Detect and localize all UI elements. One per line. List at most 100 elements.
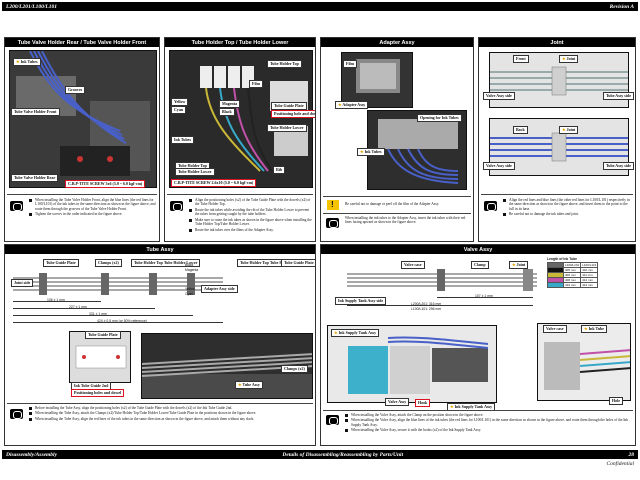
callout-tube-assy: ★ Tube Assy <box>235 381 263 389</box>
valve-assy-illustration <box>538 324 630 400</box>
adapter-photo-bottom <box>367 110 467 190</box>
hand-check-icon <box>326 415 339 425</box>
callout-valve-assy: Valve Assy <box>385 398 410 406</box>
callout-positioning-holes: Positioning holes and dowel <box>71 389 125 397</box>
tube-guide-plate-photo <box>69 331 131 383</box>
notes: When installing the Valve Assy, attach t… <box>345 413 633 434</box>
callout-hole: Hole <box>609 397 623 405</box>
panel-title: Valve Assy <box>321 245 635 254</box>
confidential-label: Confidential <box>606 461 635 467</box>
callout-opening-for-ink-tubes: Opening for Ink Tubes <box>417 114 462 122</box>
hand-check-icon <box>326 218 339 228</box>
valve-assy-photo <box>537 323 631 401</box>
length-table-title: Length of Ink Tube <box>547 257 578 261</box>
callout-joint-side: Joint side <box>11 279 34 287</box>
header-revision: Revision A <box>609 3 634 10</box>
star-icon: ★ <box>584 326 588 331</box>
color-yellow: Yellow <box>185 287 195 291</box>
callout-clamp: Clamp <box>471 261 489 269</box>
note-item: When installing the Tube Valve Holder Fr… <box>29 198 157 211</box>
callout-positioning-hole: Positioning hole and dowel <box>271 110 315 118</box>
color-black: Black <box>185 263 194 267</box>
panel-joint: Joint Front ★ Joint Valve Assy side Tube… <box>478 37 636 242</box>
star-icon: ★ <box>338 102 342 107</box>
footer-page: 28 <box>628 451 634 458</box>
note-caution: Be careful not to damage or peel off the… <box>345 202 440 206</box>
callout-rib: Rib <box>273 166 286 174</box>
tube-assy-photo <box>141 333 313 399</box>
tube-guide-plate-illustration <box>70 332 130 382</box>
length-table: Length of Ink Tube L200/L201 L100/L101 4… <box>547 257 633 288</box>
callout-tube-assy-side-back: Tube Assy side <box>603 162 634 170</box>
callout-tube-holder-lower-2: Tube Holder Lower <box>175 168 215 176</box>
page-header: L200/L201/L100/L101 Revision A <box>2 2 638 11</box>
callout-tube-valve-holder-rear: Tube Valve Holder Rear <box>11 174 59 182</box>
panel-tube-valve-holder: Tube Valve Holder Rear / Tube Valve Hold… <box>4 37 160 242</box>
panel-title: Tube Assy <box>5 245 315 254</box>
callout-tube-assy-side-front: Tube Assy side <box>603 92 634 100</box>
star-icon: ★ <box>562 56 566 61</box>
ink-supply-tank-photo <box>327 325 497 403</box>
dim-label: 106 ± 1 mm <box>47 298 65 302</box>
dim-label: 424 ± 0.5 mm (or 50% reference) <box>97 319 147 323</box>
ink-supply-tank-illustration <box>328 326 496 402</box>
callout-adapter-assy-side: Adapter Assy side <box>201 285 238 293</box>
star-icon: ★ <box>16 59 20 64</box>
panel-valve-assy: Valve Assy 107 ± 1 mm L200/L201: 316 mm … <box>320 244 636 446</box>
panel-title: Adapter Assy <box>321 38 473 47</box>
star-icon: ★ <box>562 127 566 132</box>
panel-title: Joint <box>479 38 635 47</box>
callout-grooves: Grooves <box>65 86 86 94</box>
callout-ink-tube: ★ Ink Tube <box>581 325 608 333</box>
footer-left: Disassembly/Assembly <box>6 451 58 458</box>
valve-assy-diagram: 107 ± 1 mm L200/L201: 316 mm L100/L101: … <box>327 257 547 321</box>
divider <box>7 403 313 404</box>
divider <box>481 194 633 195</box>
tube-valve-holder-photo <box>9 50 157 188</box>
notes: Align the red lines and blue lines (the … <box>503 198 633 218</box>
callout-tube-holder-top: Tube Holder Top <box>267 60 302 68</box>
callout-clamps: Clamps (x2) <box>95 259 122 267</box>
star-icon: ★ <box>360 149 364 154</box>
callout-magenta: Magenta <box>219 100 241 108</box>
notes: When installing the Tube Valve Holder Fr… <box>29 198 157 218</box>
callout-film: Film <box>249 80 263 88</box>
tube-assy-diagram: 106 ± 1 mm 227 ± 1 mm 331 ± 1 mm 424 ± 0… <box>9 257 235 325</box>
hand-check-icon <box>170 201 183 211</box>
panel-title: Tube Valve Holder Rear / Tube Valve Hold… <box>5 38 159 47</box>
color-cyan: Cyan <box>185 292 193 296</box>
dim-label: L100/L101: 296 mm <box>411 307 442 311</box>
panel-title: Tube Holder Top / Tube Holder Lower <box>165 38 315 47</box>
callout-clamps-2: Clamps (x2) <box>281 365 308 373</box>
callout-tube-valve-holder-front: Tube Valve Holder Front <box>11 108 60 116</box>
note-item: Before installing the Tube Assy, align t… <box>29 406 313 410</box>
note-item: When installing the Valve Assy, secure i… <box>345 428 633 433</box>
callout-valve-case: Valve case <box>401 261 425 269</box>
callout-tube-guide-plate: Tube Guide Plate <box>43 259 79 267</box>
note-item: Be careful not to damage the ink tubes a… <box>503 212 633 217</box>
page-footer: Disassembly/Assembly Details of Disassem… <box>2 450 638 459</box>
hand-check-icon <box>10 409 23 419</box>
color-magenta: Magenta <box>185 268 199 272</box>
note-item: Make sure to route the ink tubes as show… <box>189 218 313 227</box>
note-item: When installing the Tube Assy, align the… <box>29 417 313 421</box>
note-item: Align the positioning holes (x2) of the … <box>189 198 313 207</box>
header-model: L200/L201/L100/L101 <box>6 3 58 10</box>
callout-ink-tubes: ★ Ink Tubes <box>13 58 41 66</box>
note-check: When installing the ink tubes to the Ada… <box>345 216 466 225</box>
callout-valve-assy-side-back: Valve Assy side <box>483 162 515 170</box>
dim-label: 227 ± 1 mm <box>69 305 87 309</box>
note-item: Route the ink tubes while avoiding the r… <box>189 208 313 217</box>
star-icon: ★ <box>512 262 516 267</box>
star-icon: ★ <box>238 382 242 387</box>
callout-cyan: Cyan <box>171 106 187 114</box>
hand-check-icon <box>484 201 497 211</box>
callout-ink-tubes: Ink Tubes <box>171 136 195 144</box>
callout-tube-guide-plate-3: Tube Guide Plate <box>85 331 121 339</box>
divider <box>323 196 471 197</box>
warning-icon <box>327 200 339 210</box>
note-item: When installing the Valve Assy, attach t… <box>345 413 633 417</box>
dim-label: 107 ± 1 mm <box>475 294 493 298</box>
panel-adapter-assy: Adapter Assy Film ★ Adapter Assy Opening… <box>320 37 474 242</box>
